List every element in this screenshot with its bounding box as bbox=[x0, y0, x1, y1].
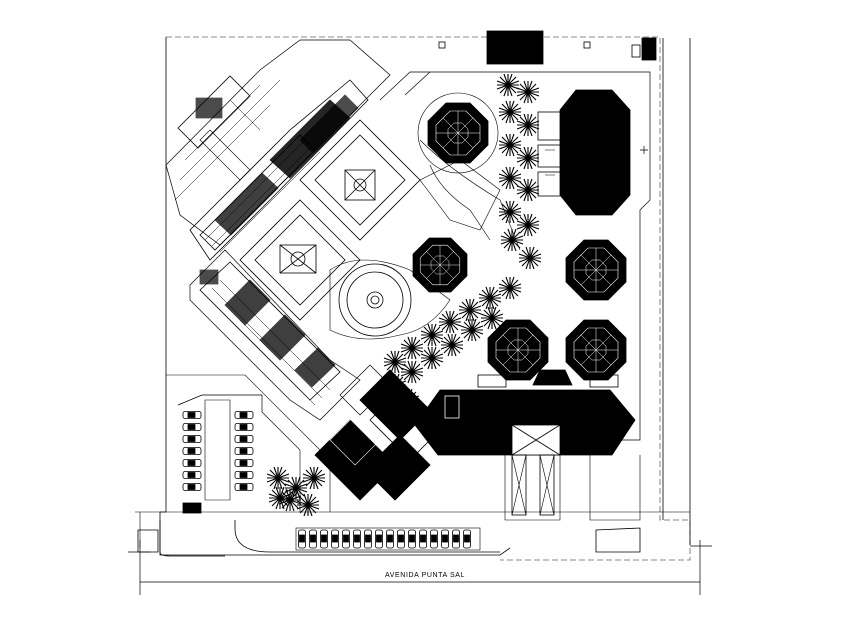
street-label: AVENIDA PUNTA SAL bbox=[385, 572, 465, 579]
pavilion-east bbox=[565, 239, 627, 301]
pavilion-center bbox=[487, 319, 549, 381]
parking-bottom bbox=[295, 527, 481, 551]
corner-block bbox=[641, 37, 657, 61]
dimension-line bbox=[128, 540, 712, 595]
east-building bbox=[537, 89, 648, 216]
courtyard-north bbox=[299, 119, 421, 241]
parked-car-icon bbox=[182, 411, 202, 419]
entrance-block bbox=[486, 30, 544, 65]
north-west-wing bbox=[165, 39, 391, 261]
fountain-icon bbox=[366, 291, 384, 309]
parking-left bbox=[177, 394, 263, 514]
tree-row-east bbox=[496, 73, 542, 270]
courtyard-south bbox=[239, 199, 361, 321]
tree-row-south bbox=[266, 466, 326, 517]
south-building-west bbox=[314, 364, 441, 501]
pavilion-north bbox=[427, 102, 489, 164]
south-main-building bbox=[414, 369, 636, 521]
site-boundary bbox=[135, 36, 691, 561]
tree-icon bbox=[496, 73, 520, 97]
pavilion-south-east bbox=[565, 319, 627, 381]
pavilion-west bbox=[412, 237, 468, 293]
south-west-wing bbox=[189, 249, 361, 421]
